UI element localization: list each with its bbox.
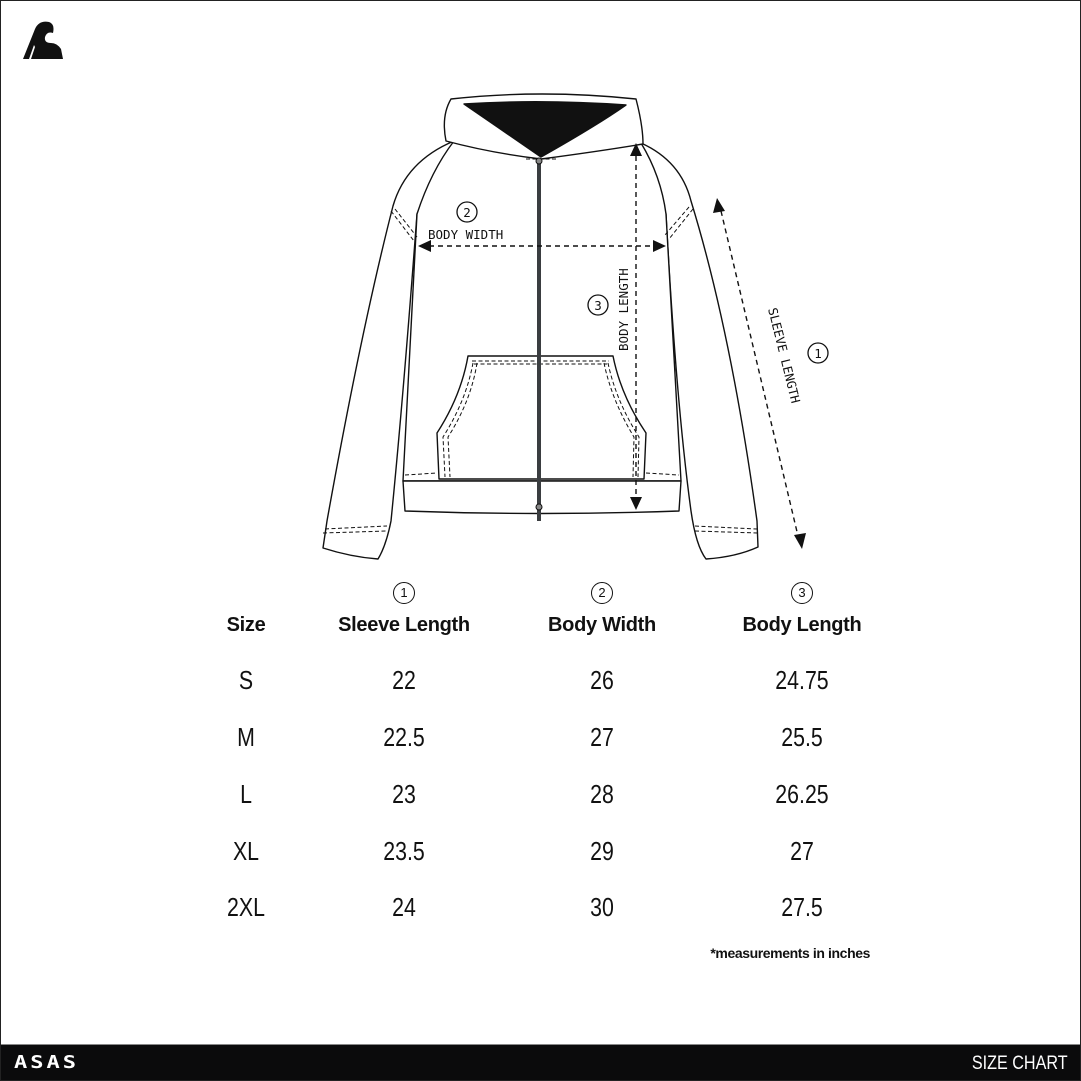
column-marker: 2: [591, 582, 613, 604]
hood-lining: [463, 101, 627, 158]
cell-sleeve-length: 24: [392, 892, 416, 922]
marker-2-icon: [456, 201, 478, 223]
brand-wordmark: ASAS: [14, 1052, 79, 1073]
cell-body-length: 26.25: [775, 779, 829, 809]
cell-body-length: 24.75: [775, 665, 829, 695]
column-marker: 1: [393, 582, 415, 604]
cell-size: M: [237, 722, 255, 752]
body-length-arrow: [630, 143, 642, 510]
waistband: [402, 480, 682, 515]
cell-sleeve-length: 22.5: [383, 722, 425, 752]
cell-size: XL: [232, 836, 260, 866]
svg-text:3: 3: [594, 298, 602, 313]
marker-1-icon: [807, 342, 829, 364]
cell-body-width: 29: [590, 836, 614, 866]
cell-body-length: 25.5: [781, 722, 823, 752]
sleeve-length-arrow: [713, 198, 806, 549]
cell-body-length: 27: [790, 836, 814, 866]
cell-body-width: 27: [590, 722, 614, 752]
footer-title: SIZE CHART: [972, 1053, 1068, 1074]
cell-size: 2XL: [227, 892, 265, 922]
column-header-body-length: Body Length: [742, 614, 862, 636]
brand-logo-icon: [23, 21, 63, 59]
cell-sleeve-length: 22: [392, 665, 416, 695]
cell-body-width: 26: [590, 665, 614, 695]
left-sleeve: [322, 140, 455, 560]
cell-size: L: [240, 779, 252, 809]
column-header-size: Size: [226, 614, 266, 636]
body-width-label: BODY WIDTH: [428, 227, 503, 242]
footer-bar: ASAS SIZE CHART: [1, 1044, 1080, 1080]
cell-sleeve-length: 23: [392, 779, 416, 809]
hoodie-diagram: 2 BODY WIDTH 3 BODY LENGTH 1 SLEEVE LENG…: [322, 93, 829, 560]
measurement-note: *measurements in inches: [710, 945, 870, 961]
body-width-arrow: [418, 240, 666, 252]
kangaroo-pocket: [436, 355, 647, 480]
cell-body-width: 30: [590, 892, 614, 922]
svg-text:1: 1: [814, 346, 822, 361]
column-marker: 3: [791, 582, 813, 604]
sleeve-length-label: SLEEVE LENGTH: [765, 306, 803, 405]
cell-body-length: 27.5: [781, 892, 823, 922]
cell-size: S: [238, 665, 254, 695]
cell-sleeve-length: 23.5: [383, 836, 425, 866]
svg-text:2: 2: [463, 205, 471, 220]
marker-3-icon: [587, 294, 609, 316]
cell-body-width: 28: [590, 779, 614, 809]
body-length-label: BODY LENGTH: [616, 268, 631, 351]
column-header-sleeve-length: Sleeve Length: [338, 614, 470, 636]
right-sleeve: [640, 142, 759, 560]
column-header-body-width: Body Width: [548, 614, 656, 636]
